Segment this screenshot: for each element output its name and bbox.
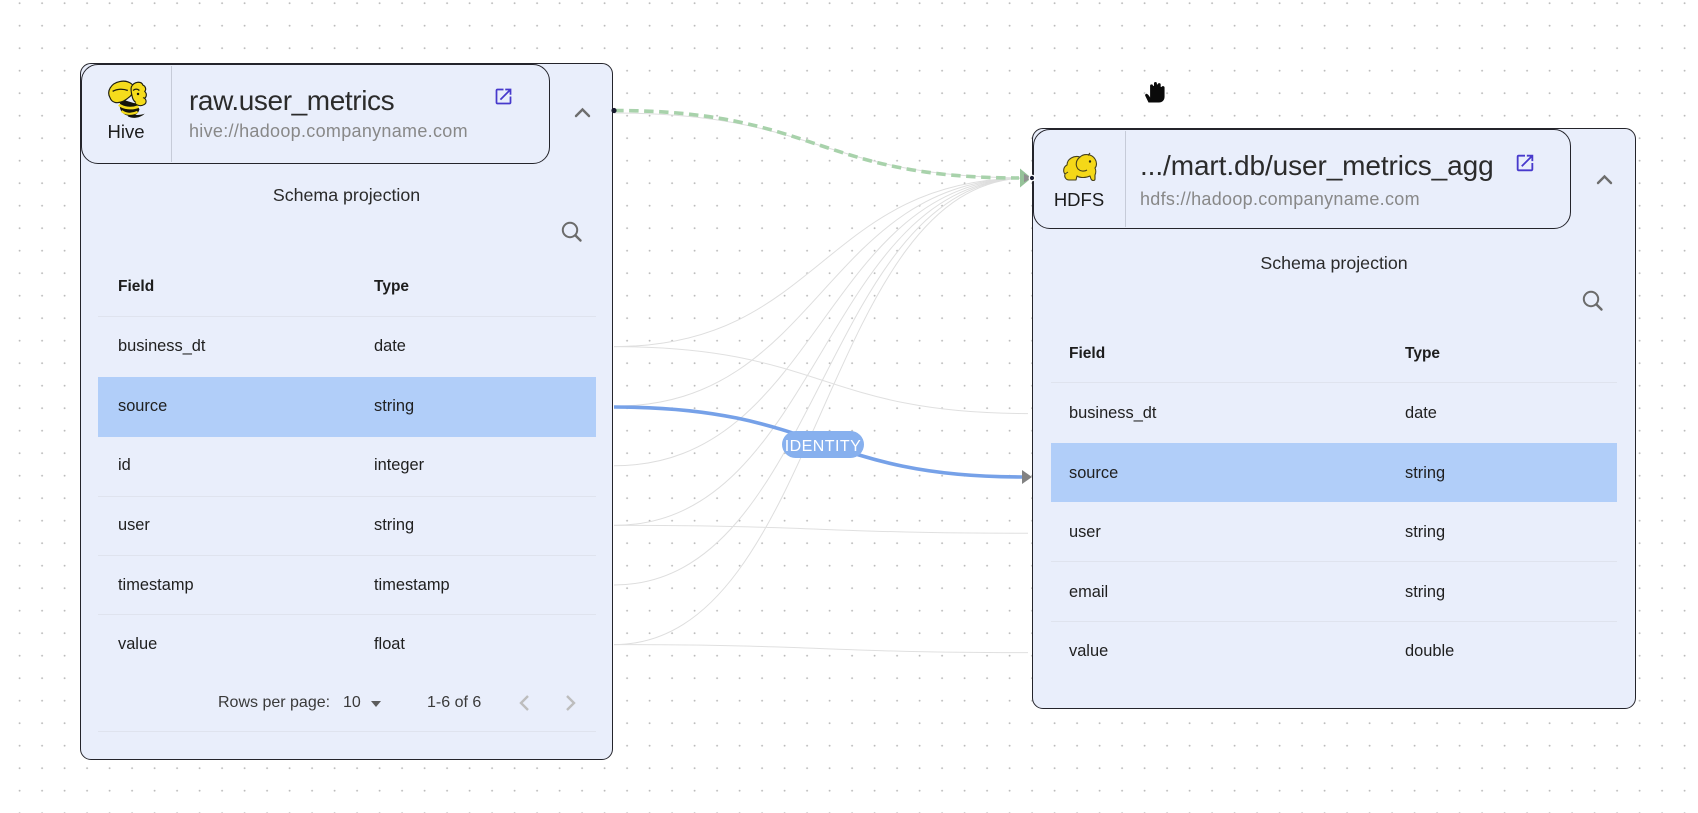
svg-text:IDENTITY: IDENTITY [785, 438, 862, 455]
